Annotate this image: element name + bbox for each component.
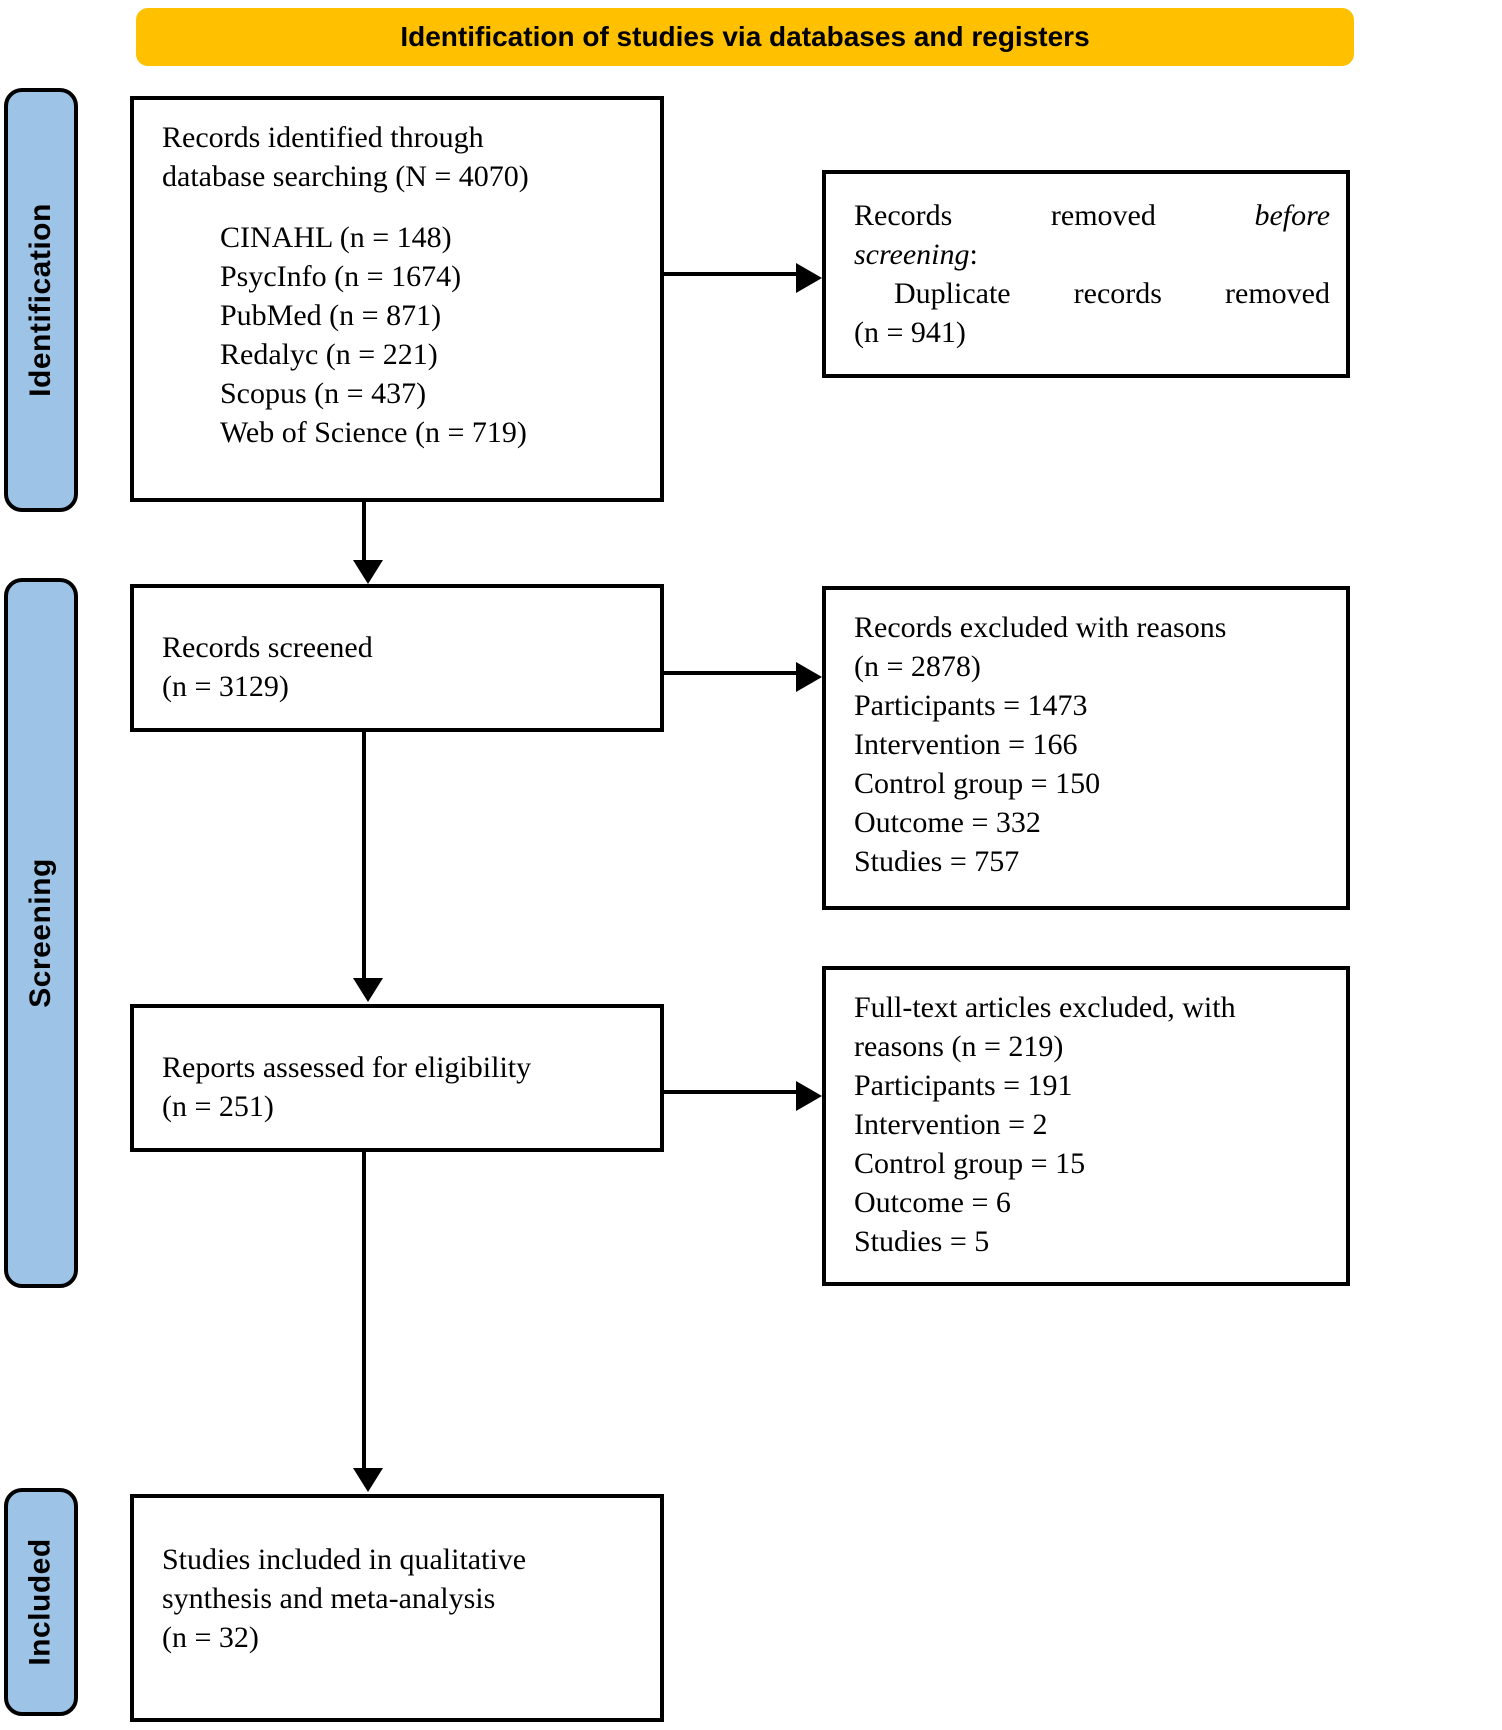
box-studies-included: Studies included in qualitative synthesi… <box>130 1494 664 1722</box>
stage-label-included: Included <box>24 1538 57 1666</box>
records-excluded-reason-intervention: Intervention = 166 <box>854 728 1078 761</box>
fulltext-excluded-reason-studies: Studies = 5 <box>854 1225 990 1258</box>
records-identified-heading-line2: database searching (N = 4070) <box>162 160 529 193</box>
reports-assessed-count: (n = 251) <box>162 1090 274 1123</box>
records-removed-line1: Records removed before <box>854 196 1330 235</box>
studies-included-line1: Studies included in qualitative <box>162 1543 527 1576</box>
source-scopus: Scopus (n = 437) <box>220 377 427 410</box>
box-records-screened: Records screened (n = 3129) <box>130 584 664 732</box>
arrow-reports-to-included <box>353 1152 383 1492</box>
records-excluded-reason-studies: Studies = 757 <box>854 845 1020 878</box>
records-excluded-label: Records excluded with reasons <box>854 611 1227 644</box>
arrow-identified-to-screened <box>353 502 383 584</box>
arrowhead-down-icon <box>353 1468 383 1492</box>
box-records-excluded: Records excluded with reasons (n = 2878)… <box>822 586 1350 910</box>
source-web-of-science: Web of Science (n = 719) <box>220 416 527 449</box>
records-identified-heading-line1: Records identified through <box>162 121 484 154</box>
fulltext-excluded-label: Full-text articles excluded, with <box>854 991 1236 1024</box>
stage-pill-identification: Identification <box>4 88 78 512</box>
arrowhead-right-icon <box>796 662 822 692</box>
arrow-identified-to-removed <box>664 263 822 293</box>
records-screened-count: (n = 3129) <box>162 670 289 703</box>
source-redalyc: Redalyc (n = 221) <box>220 338 438 371</box>
records-screened-label: Records screened <box>162 631 373 664</box>
fulltext-excluded-reason-participants: Participants = 191 <box>854 1069 1073 1102</box>
stage-label-screening: Screening <box>24 858 57 1008</box>
records-excluded-reason-control-group: Control group = 150 <box>854 767 1101 800</box>
records-excluded-count: (n = 2878) <box>854 650 981 683</box>
fulltext-excluded-reason-control-group: Control group = 15 <box>854 1147 1086 1180</box>
arrowhead-down-icon <box>353 560 383 584</box>
stage-pill-included: Included <box>4 1488 78 1716</box>
box-records-identified: Records identified through database sear… <box>130 96 664 502</box>
arrow-screened-to-reports <box>353 732 383 1002</box>
fulltext-excluded-reason-intervention: Intervention = 2 <box>854 1108 1048 1141</box>
studies-included-line2: synthesis and meta-analysis <box>162 1582 496 1615</box>
reports-assessed-label: Reports assessed for eligibility <box>162 1051 532 1084</box>
box-reports-assessed: Reports assessed for eligibility (n = 25… <box>130 1004 664 1152</box>
records-excluded-reason-participants: Participants = 1473 <box>854 689 1088 722</box>
box-records-removed-before-screening: Records removed before screening: Duplic… <box>822 170 1350 378</box>
arrowhead-down-icon <box>353 978 383 1002</box>
fulltext-excluded-count: reasons (n = 219) <box>854 1030 1064 1063</box>
records-removed-line2: screening: <box>854 235 1330 274</box>
diagram-header-banner: Identification of studies via databases … <box>136 8 1354 66</box>
records-removed-screening-word: screening <box>854 238 970 271</box>
records-removed-colon: : <box>969 238 978 271</box>
stage-pill-screening: Screening <box>4 578 78 1288</box>
arrowhead-right-icon <box>796 263 822 293</box>
source-psycinfo: PsycInfo (n = 1674) <box>220 260 462 293</box>
records-identified-spacer <box>162 196 644 218</box>
source-cinahl: CINAHL (n = 148) <box>220 221 452 254</box>
records-removed-duplicate-line: Duplicate records removed <box>894 277 1330 310</box>
source-pubmed: PubMed (n = 871) <box>220 299 442 332</box>
stage-label-identification: Identification <box>24 203 58 397</box>
arrow-reports-to-fulltext-excluded <box>664 1081 822 1111</box>
studies-included-count: (n = 32) <box>162 1621 259 1654</box>
arrowhead-right-icon <box>796 1081 822 1111</box>
records-removed-count: (n = 941) <box>854 316 966 349</box>
records-removed-before-word: before <box>1254 199 1331 232</box>
header-banner-title: Identification of studies via databases … <box>400 21 1090 52</box>
box-fulltext-excluded: Full-text articles excluded, with reason… <box>822 966 1350 1286</box>
fulltext-excluded-reason-outcome: Outcome = 6 <box>854 1186 1011 1219</box>
records-excluded-reason-outcome: Outcome = 332 <box>854 806 1041 839</box>
records-removed-line1-text: Records removed <box>854 199 1156 232</box>
arrow-screened-to-excluded <box>664 662 822 692</box>
